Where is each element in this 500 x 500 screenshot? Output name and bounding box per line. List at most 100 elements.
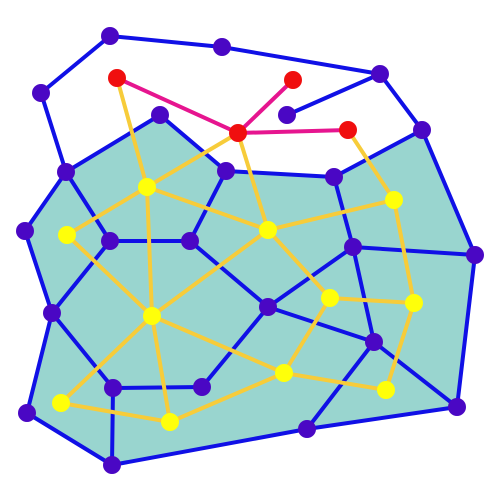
blue-edges [23, 34, 477, 467]
yellow-edge-y3-y7 [150, 228, 270, 318]
yellow-node-y10 [52, 394, 70, 412]
blue-edge-b3-b6 [378, 72, 424, 132]
blue-edge-b8-b11 [23, 170, 68, 233]
red-node-r3 [229, 124, 247, 142]
blue-edge-b23-b22 [305, 405, 459, 431]
red-node-r1 [108, 69, 126, 87]
red-nodes [108, 69, 357, 142]
blue-edge-b1-b2 [108, 34, 224, 49]
yellow-edge-y7-y11 [150, 314, 172, 424]
blue-edge-b18-b22 [372, 340, 459, 409]
yellow-edge-y7-y10 [59, 314, 154, 405]
blue-edge-b4-b8 [39, 91, 68, 174]
yellow-edge-r3-y3 [236, 131, 270, 232]
blue-node-b8 [57, 163, 75, 181]
blue-node-b23 [298, 420, 316, 438]
blue-edge-b16-b21 [25, 311, 54, 415]
yellow-edges [59, 76, 416, 424]
blue-edge-b2-b3 [220, 45, 382, 76]
yellow-edge-r3-y1 [145, 131, 240, 189]
yellow-node-y8 [275, 364, 293, 382]
yellow-node-y2 [58, 226, 76, 244]
blue-node-b11 [16, 222, 34, 240]
blue-edge-b5-b3 [285, 72, 382, 117]
yellow-edge-y2-y7 [65, 233, 154, 318]
magenta-edges [115, 76, 350, 135]
blue-node-b17 [259, 298, 277, 316]
yellow-edge-y8-y9 [282, 371, 388, 392]
blue-edge-b7-b9 [158, 113, 228, 173]
blue-node-b12 [101, 232, 119, 250]
yellow-edge-y4-y6 [392, 198, 416, 305]
blue-node-b16 [43, 304, 61, 322]
magenta-edge-r3-r4 [236, 128, 350, 135]
blue-node-b20 [193, 378, 211, 396]
blue-node-b10 [325, 168, 343, 186]
blue-node-b7 [151, 106, 169, 124]
yellow-edge-y7-y8 [150, 314, 286, 375]
yellow-node-y5 [321, 289, 339, 307]
blue-edge-b11-b16 [23, 229, 54, 315]
yellow-nodes [52, 178, 423, 431]
blue-edge-b18-b23 [305, 340, 376, 431]
blue-node-b5 [278, 106, 296, 124]
blue-edge-b14-b18 [351, 245, 376, 344]
blue-node-b4 [32, 84, 50, 102]
yellow-edge-y1-y2 [65, 185, 149, 237]
yellow-edge-y6-y9 [384, 301, 416, 392]
yellow-edge-y3-y5 [266, 228, 332, 300]
blue-node-b22 [448, 398, 466, 416]
magenta-edge-r1-r3 [115, 76, 240, 135]
blue-edge-b8-b12 [64, 170, 112, 243]
yellow-edge-r4-y4 [346, 128, 396, 202]
yellow-edge-y5-y8 [282, 296, 332, 375]
blue-edge-b6-b15 [420, 128, 477, 257]
yellow-edge-r1-y1 [115, 76, 149, 189]
blue-node-b24 [103, 456, 121, 474]
blue-edge-b17-b20 [200, 305, 270, 389]
yellow-node-y6 [405, 294, 423, 312]
blue-node-b21 [18, 404, 36, 422]
blue-edge-b24-b23 [110, 427, 309, 467]
yellow-edge-y1-y3 [145, 185, 270, 232]
yellow-edge-y5-y6 [328, 296, 416, 305]
blue-node-b13 [181, 232, 199, 250]
yellow-node-y1 [138, 178, 156, 196]
blue-edge-b10-b6 [332, 128, 424, 179]
yellow-edge-y1-y7 [145, 185, 154, 318]
blue-edge-b21-b24 [25, 411, 114, 467]
yellow-edge-y3-y4 [266, 198, 396, 232]
yellow-node-y11 [161, 413, 179, 431]
blue-edge-b8-b7 [64, 113, 162, 174]
red-node-r2 [284, 71, 302, 89]
blue-edge-b19-b24 [110, 386, 115, 467]
blue-edge-b14-b15 [351, 245, 477, 257]
magenta-edge-r2-r3 [236, 78, 295, 135]
blue-node-b14 [344, 238, 362, 256]
yellow-node-y3 [259, 221, 277, 239]
blue-edge-b12-b16 [50, 239, 112, 315]
blue-nodes [16, 27, 484, 474]
blue-edge-b19-b20 [111, 385, 204, 390]
yellow-edge-y11-y8 [168, 371, 286, 424]
yellow-edge-y10-y11 [59, 401, 172, 424]
blue-node-b18 [365, 333, 383, 351]
blue-node-b1 [101, 27, 119, 45]
red-node-r4 [339, 121, 357, 139]
blue-edge-b9-b10 [224, 169, 336, 179]
blue-node-b9 [217, 162, 235, 180]
blue-node-b6 [413, 121, 431, 139]
yellow-node-y4 [385, 191, 403, 209]
blue-edge-b16-b19 [50, 311, 115, 390]
blue-node-b15 [466, 246, 484, 264]
yellow-node-y7 [143, 307, 161, 325]
blue-edge-b15-b22 [455, 253, 477, 409]
blue-node-b19 [104, 379, 122, 397]
blue-node-b2 [213, 38, 231, 56]
blue-edge-b13-b17 [188, 239, 270, 309]
blue-edge-b1-b4 [39, 34, 112, 95]
yellow-node-y9 [377, 381, 395, 399]
blue-edge-b17-b18 [266, 305, 376, 344]
blue-node-b3 [371, 65, 389, 83]
